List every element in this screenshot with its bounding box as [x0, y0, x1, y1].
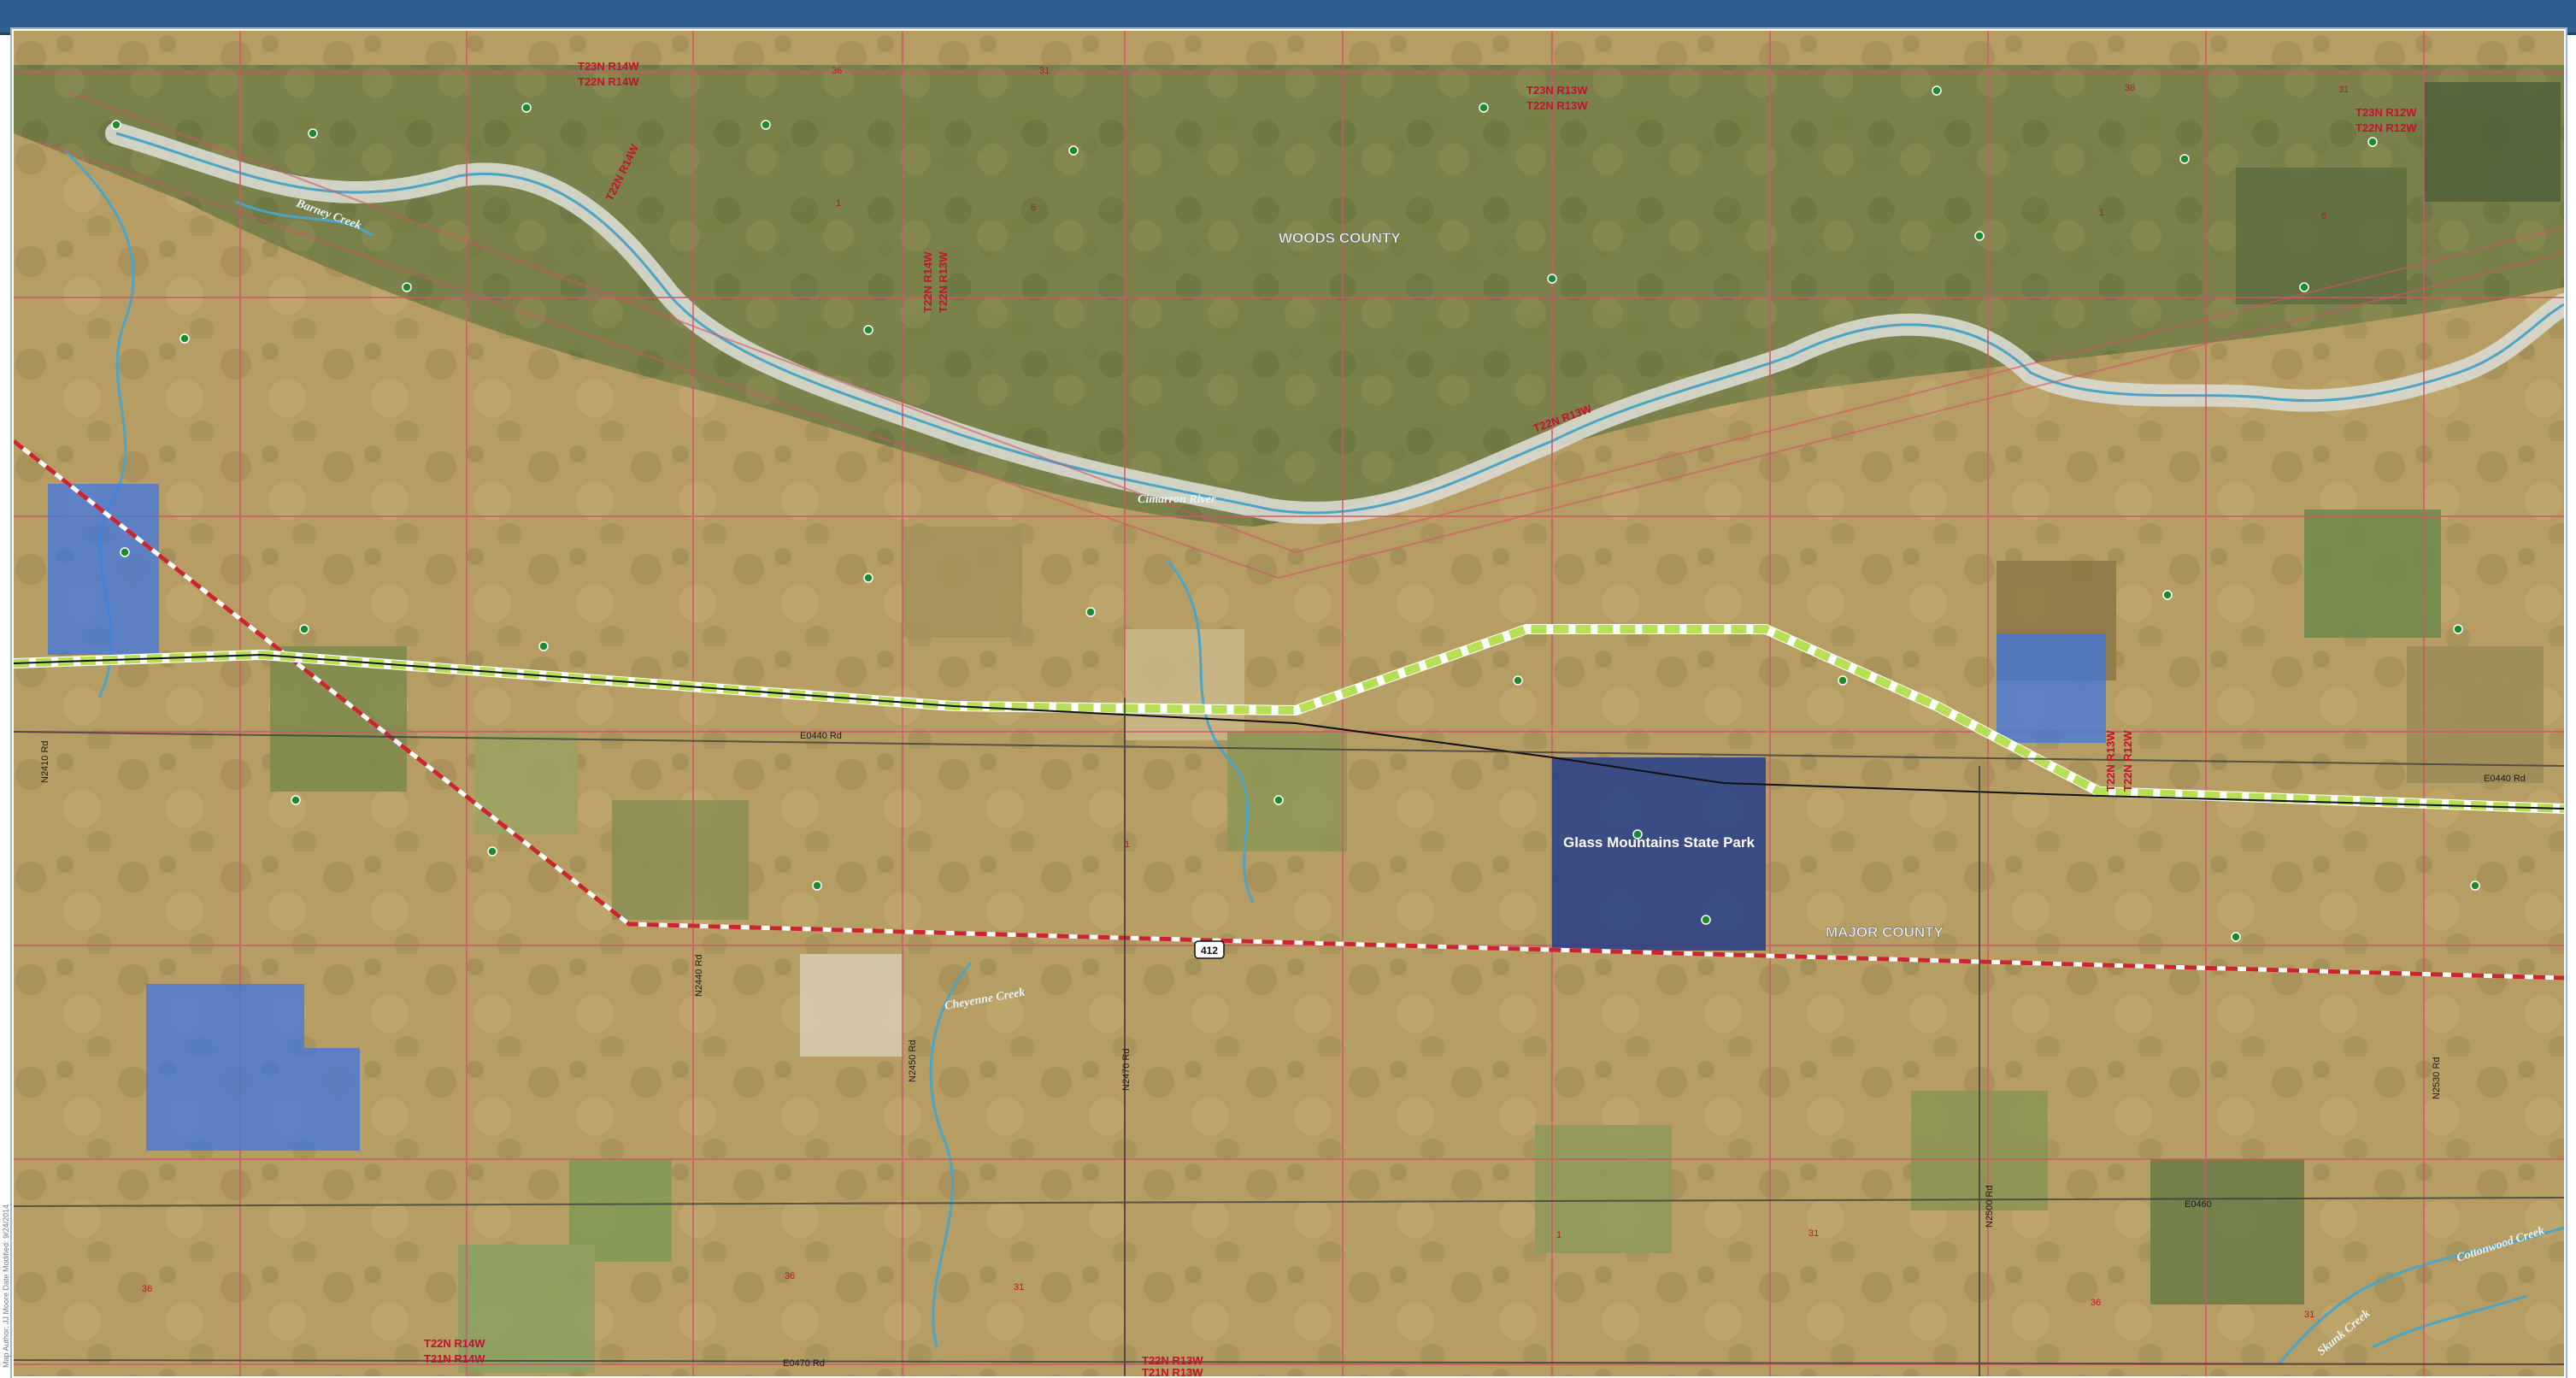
glass-mountains-state-park[interactable] [1552, 757, 1766, 951]
road-label-n2440: N2440 Rd [694, 954, 704, 997]
cimarron-river-label: Cimarron River [1138, 493, 1216, 506]
svg-text:36: 36 [785, 1271, 795, 1281]
county-label-major: MAJOR COUNTY [1826, 924, 1944, 940]
map-credit-text: Map Author: JJ Moore Date Modified: 9/24… [2, 1204, 10, 1368]
wma-area-east[interactable] [1997, 633, 2106, 743]
township-label-tl5: T23N R12W [2355, 106, 2417, 119]
township-label-tl8: T21N R14W [424, 1352, 485, 1365]
well-symbols [111, 85, 2480, 942]
township-label-v3: T22N R13W [2104, 730, 2117, 792]
township-label-v2: T22N R13W [937, 251, 950, 313]
road-label-e0440-right: E0440 Rd [2484, 774, 2526, 784]
cimarron-river [115, 132, 2564, 515]
road-label-e0440-left: E0440 Rd [800, 731, 842, 741]
township-label-tl7: T22N R14W [424, 1337, 485, 1350]
road-label-n2450: N2450 Rd [908, 1039, 918, 1082]
township-label-tl4: T22N R13W [1526, 99, 1588, 112]
river-valley [14, 65, 2564, 527]
road-label-e0460: E0460 [2185, 1199, 2212, 1210]
svg-text:36: 36 [832, 66, 842, 76]
county-label-woods: WOODS COUNTY [1279, 230, 1401, 246]
us-412-shield: 412 [1194, 940, 1225, 959]
township-label-tl10: T21N R13W [1142, 1366, 1203, 1376]
township-label-tl9: T22N R13W [1142, 1354, 1203, 1367]
svg-text:6: 6 [2321, 211, 2326, 221]
township-label-v1: T22N R14W [921, 251, 934, 313]
road-label-n2530: N2530 Rd [2432, 1057, 2442, 1099]
road-label-n2500: N2500 Rd [1985, 1185, 1995, 1228]
svg-text:6: 6 [1031, 203, 1036, 213]
svg-text:31: 31 [1039, 66, 1050, 76]
svg-text:1: 1 [1556, 1230, 1561, 1240]
highway-412[interactable] [14, 439, 2564, 980]
township-label-v4: T22N R12W [2121, 730, 2134, 792]
state-park-label: Glass Mountains State Park [1563, 834, 1755, 851]
svg-text:31: 31 [1808, 1228, 1819, 1239]
svg-text:36: 36 [142, 1284, 152, 1294]
svg-text:412: 412 [1201, 945, 1218, 957]
svg-text:36: 36 [2091, 1298, 2101, 1308]
road-label-n2470: N2470 Rd [1121, 1048, 1132, 1091]
wma-area-southwest[interactable] [146, 984, 360, 1151]
aerial-map[interactable]: T23N R14W T22N R14W T23N R13W T22N R13W … [14, 31, 2564, 1376]
svg-text:1: 1 [836, 198, 841, 209]
svg-text:1: 1 [1125, 839, 1130, 850]
road-label-e0470: E0470 Rd [783, 1358, 825, 1369]
map-credit: Map Author: JJ Moore Date Modified: 9/24… [0, 1111, 12, 1368]
county-labels: WOODS COUNTY MAJOR COUNTY [1279, 230, 1944, 940]
map-view[interactable]: T23N R14W T22N R14W T23N R13W T22N R13W … [12, 29, 2566, 1378]
svg-text:31: 31 [2338, 85, 2349, 95]
section-numbers: 36 31 36 31 36 31 1 6 1 6 1 36 31 36 31 … [142, 66, 2349, 1320]
svg-text:1: 1 [2099, 208, 2104, 218]
state-park-name: Glass Mountains State Park [1563, 834, 1755, 851]
transmission-line[interactable] [14, 653, 2564, 810]
township-label-tl2: T22N R14W [578, 75, 639, 88]
township-label-tl1: T23N R14W [578, 60, 639, 73]
road-label-n2410: N2410 Rd [40, 740, 50, 783]
township-diagonals [38, 90, 2564, 579]
svg-text:31: 31 [1014, 1282, 1024, 1293]
township-label-tl6: T22N R12W [2355, 121, 2417, 134]
county-roads [14, 698, 2564, 1376]
svg-text:31: 31 [2304, 1310, 2314, 1320]
road-labels: E0440 Rd E0440 Rd E0460 E0470 Rd N2410 R… [40, 731, 2526, 1369]
svg-text:36: 36 [2125, 83, 2135, 93]
township-label-tl3: T23N R13W [1526, 84, 1588, 97]
